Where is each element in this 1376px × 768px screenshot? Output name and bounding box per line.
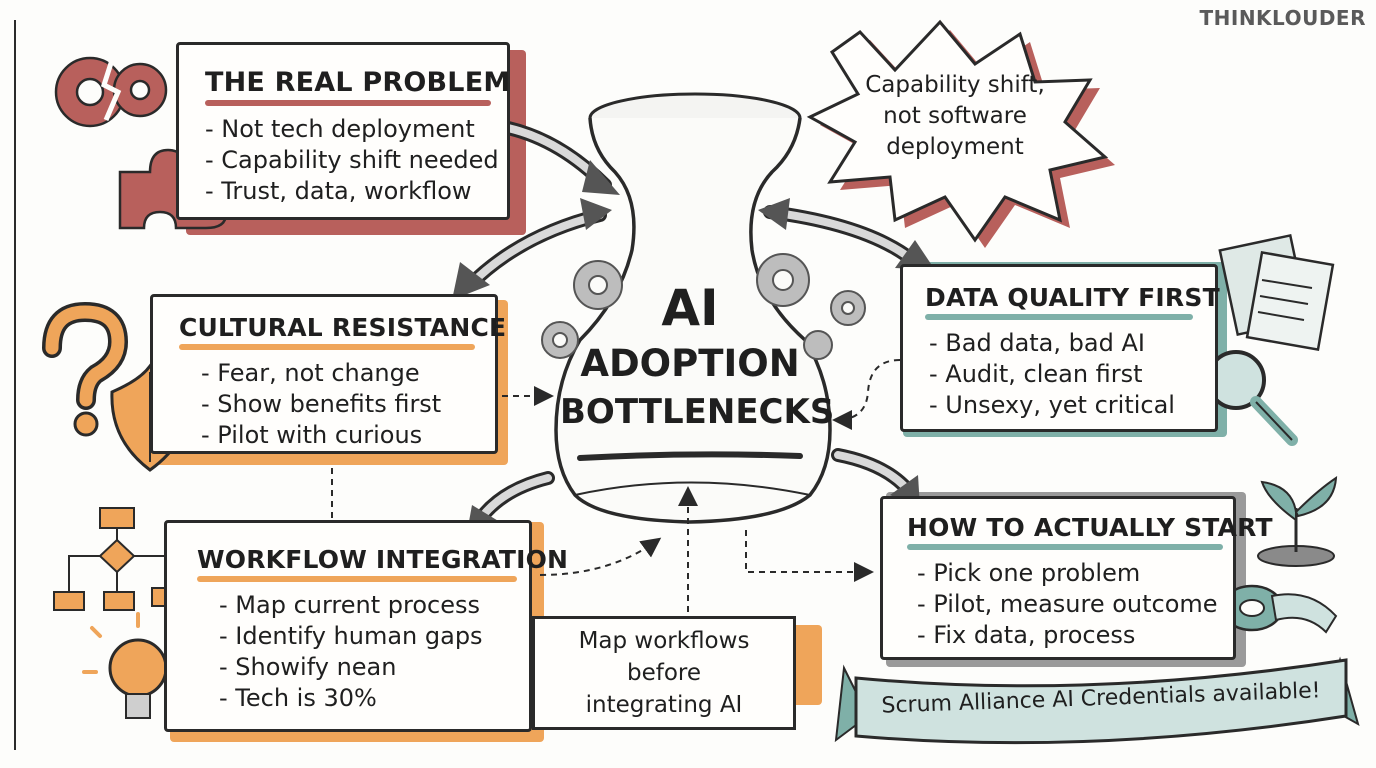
question-mark-icon	[42, 301, 129, 437]
data-quality-box: DATA QUALITY FIRST Bad data, bad AI Audi…	[900, 264, 1220, 432]
list-item: Fear, not change	[201, 358, 495, 389]
list-item: Showify nean	[219, 652, 529, 683]
workflow-integration-underline	[197, 576, 517, 582]
list-item: Not tech deployment	[205, 114, 507, 145]
workflow-integration-list: Map current process Identify human gaps …	[219, 590, 529, 714]
map-note-line-1: Map workflows before	[578, 628, 750, 686]
center-title: AI ADOPTION BOTTLENECKS	[560, 276, 835, 436]
how-to-start-box: HOW TO ACTUALLY START Pick one problem P…	[880, 496, 1273, 660]
list-item: Pick one problem	[917, 558, 1233, 589]
list-item: Trust, data, workflow	[205, 176, 507, 207]
cultural-resistance-title: CULTURAL RESISTANCE	[179, 313, 507, 342]
cultural-resistance-underline	[179, 344, 475, 350]
burst-callout	[806, 19, 1109, 243]
measuring-tape-icon	[1220, 584, 1338, 634]
how-to-start-title: HOW TO ACTUALLY START	[907, 513, 1273, 542]
burst-text: Capability shift, not software deploymen…	[840, 70, 1070, 163]
data-quality-title: DATA QUALITY FIRST	[925, 283, 1220, 312]
list-item: Bad data, bad AI	[929, 328, 1215, 359]
cultural-resistance-box: CULTURAL RESISTANCE Fear, not change Sho…	[150, 294, 507, 454]
broken-gears-icon	[54, 56, 168, 128]
center-title-line-3: BOTTLENECKS	[560, 392, 835, 432]
banner-ribbon	[834, 656, 1360, 745]
real-problem-box: THE REAL PROBLEM Not tech deployment Cap…	[176, 42, 510, 220]
list-item: Audit, clean first	[929, 359, 1215, 390]
list-item: Identify human gaps	[219, 621, 529, 652]
center-title-underline	[577, 451, 803, 461]
real-problem-title: THE REAL PROBLEM	[205, 67, 511, 98]
magnifying-glass-icon	[1206, 350, 1298, 446]
center-title-line-1: AI	[661, 279, 719, 337]
list-item: Unsexy, yet critical	[929, 390, 1215, 421]
list-item: Show benefits first	[201, 389, 495, 420]
dashed-connectors	[331, 359, 901, 612]
workflow-integration-title: WORKFLOW INTEGRATION	[197, 545, 569, 574]
data-quality-list: Bad data, bad AI Audit, clean first Unse…	[929, 328, 1215, 421]
list-item: Pilot, measure outcome	[917, 589, 1233, 620]
data-quality-underline	[925, 314, 1193, 320]
burst-line-3: deployment	[886, 134, 1024, 160]
map-note-line-2: integrating AI	[585, 692, 743, 718]
arrow-bottle-data	[758, 198, 935, 270]
burst-line-2: not software	[883, 103, 1027, 129]
arrow-real-to-bottle	[501, 121, 620, 195]
brand-logo: THINKLOUDER	[1199, 6, 1366, 30]
real-problem-list: Not tech deployment Capability shift nee…	[205, 114, 507, 207]
list-item: Fix data, process	[917, 620, 1233, 651]
workflow-integration-box: WORKFLOW INTEGRATION Map current process…	[164, 520, 569, 732]
documents-icon	[1218, 233, 1335, 352]
cultural-resistance-list: Fear, not change Show benefits first Pil…	[201, 358, 495, 451]
map-workflows-note: Map workflows before integrating AI	[532, 616, 796, 730]
list-item: Capability shift needed	[205, 145, 507, 176]
gear-icon	[541, 253, 866, 360]
bottle-illustration	[554, 92, 832, 524]
left-margin-line	[14, 20, 16, 750]
list-item: Tech is 30%	[219, 683, 529, 714]
arrow-bottle-cultural	[452, 198, 612, 300]
plant-sprout-icon	[1257, 476, 1338, 567]
list-item: Pilot with curious	[201, 420, 495, 451]
burst-line-1: Capability shift,	[865, 72, 1045, 98]
list-item: Map current process	[219, 590, 529, 621]
how-to-start-list: Pick one problem Pilot, measure outcome …	[917, 558, 1233, 651]
real-problem-underline	[205, 100, 491, 106]
flowchart-icon	[53, 507, 183, 611]
center-title-line-2: ADOPTION	[580, 342, 800, 385]
how-to-start-underline	[907, 544, 1223, 550]
